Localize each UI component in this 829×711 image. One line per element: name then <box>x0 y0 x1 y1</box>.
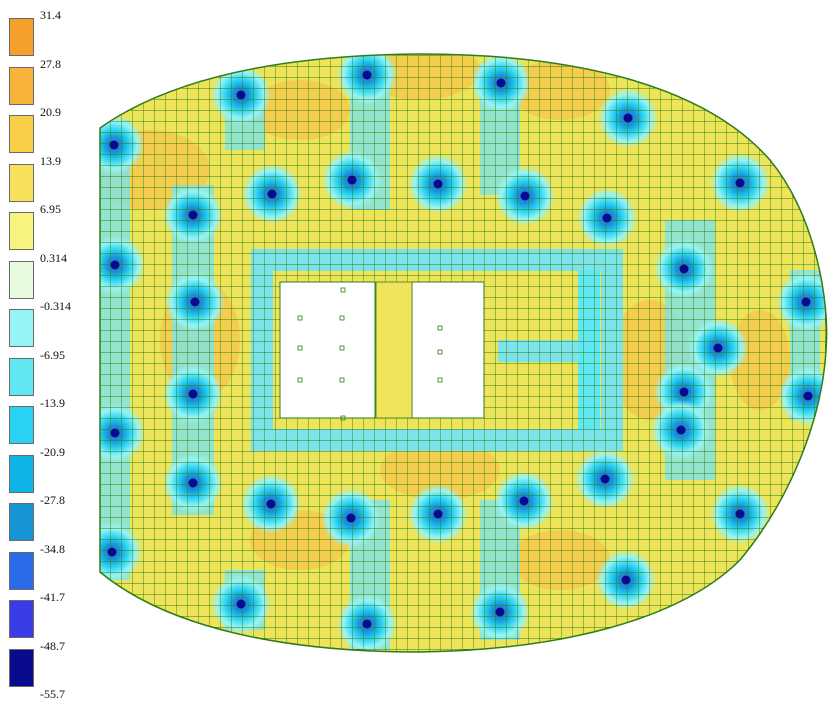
column-support <box>803 391 813 401</box>
legend-swatch <box>9 18 34 56</box>
legend-value: 0.314 <box>40 250 67 265</box>
column-support <box>679 264 689 274</box>
mesh-node <box>340 287 346 293</box>
legend-swatch <box>9 212 34 250</box>
legend-swatch <box>9 163 34 202</box>
legend-value: -13.9 <box>40 396 65 410</box>
column-support <box>713 343 723 353</box>
mesh-node <box>297 377 303 383</box>
column-support <box>679 387 689 397</box>
column-support <box>496 78 506 88</box>
column-support <box>600 474 610 484</box>
column-support <box>801 297 811 307</box>
legend-swatch <box>9 454 34 493</box>
legend-swatch <box>9 406 34 444</box>
mesh-node <box>297 345 303 351</box>
column-support <box>110 428 120 438</box>
column-support <box>520 191 530 201</box>
mesh-node <box>437 349 443 355</box>
column-support <box>346 513 356 523</box>
column-support <box>266 499 276 509</box>
legend-swatch <box>9 115 34 153</box>
legend-value: -0.314 <box>40 299 71 313</box>
mesh-node <box>297 315 303 321</box>
slab-outline <box>99 53 828 653</box>
column-support <box>362 70 372 80</box>
column-support <box>188 210 198 220</box>
legend-value: 6.95 <box>40 202 61 216</box>
column-support <box>236 90 246 100</box>
column-support <box>433 179 443 189</box>
column-support <box>519 496 529 506</box>
column-support <box>602 213 612 223</box>
legend-value: -20.9 <box>40 444 65 459</box>
legend-value: -6.95 <box>40 347 65 362</box>
column-support <box>735 178 745 188</box>
column-support <box>110 260 120 270</box>
column-support <box>109 140 119 150</box>
legend-swatch <box>9 600 34 638</box>
legend-value: 31.4 <box>40 8 61 22</box>
opening-divider <box>375 281 413 419</box>
slab-openings <box>279 281 485 421</box>
legend-value: 20.9 <box>40 105 61 119</box>
mesh-node <box>339 345 345 351</box>
slab-opening <box>279 281 376 419</box>
mesh-node <box>339 315 345 321</box>
column-support <box>188 389 198 399</box>
mesh-node <box>437 377 443 383</box>
slab-opening <box>411 281 485 419</box>
column-support <box>621 575 631 585</box>
column-support <box>433 509 443 519</box>
mesh-node <box>340 415 346 421</box>
column-support <box>190 297 200 307</box>
column-support <box>188 478 198 488</box>
legend-swatch <box>9 260 34 299</box>
legend-value: -34.8 <box>40 541 65 556</box>
legend-value: -55.7 <box>40 687 65 701</box>
column-support <box>267 189 277 199</box>
column-supports <box>107 70 813 629</box>
column-support <box>347 175 357 185</box>
legend-swatch <box>9 66 34 105</box>
column-support <box>623 113 633 123</box>
legend-swatch <box>9 309 34 347</box>
mesh-node <box>437 325 443 331</box>
legend-value: 27.8 <box>40 56 61 71</box>
legend-swatch <box>9 503 34 541</box>
color-legend: 31.4 27.8 20.9 13.9 6.95 0.314 -0.314 -6.95 -13.… <box>0 0 71 711</box>
legend-value: -48.7 <box>40 638 65 653</box>
column-support <box>107 547 117 557</box>
column-support <box>495 607 505 617</box>
legend-value: 13.9 <box>40 153 61 168</box>
legend-value: -27.8 <box>40 493 65 507</box>
legend-swatch <box>9 648 34 687</box>
column-support <box>236 599 246 609</box>
column-support <box>676 425 686 435</box>
column-support <box>362 619 372 629</box>
legend-swatch <box>9 551 34 590</box>
mesh-node <box>339 377 345 383</box>
legend-value: -41.7 <box>40 590 65 604</box>
column-support <box>735 509 745 519</box>
legend-swatch <box>9 357 34 396</box>
